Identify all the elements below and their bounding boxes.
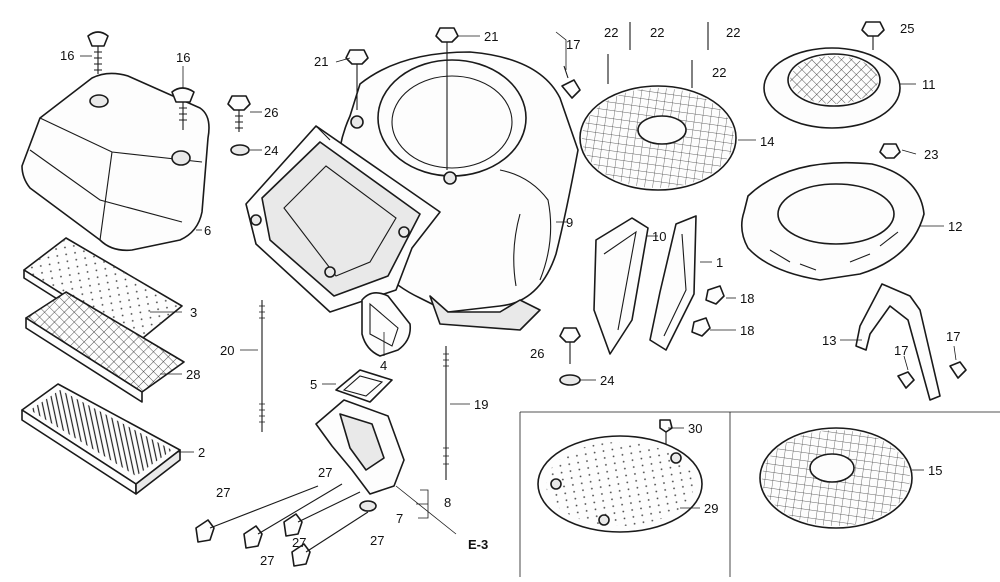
air-filter-element-28: [25, 291, 185, 403]
callout-25: 25: [900, 21, 914, 36]
callout-21-right: 21: [484, 29, 498, 44]
callout-27-d: 27: [292, 535, 306, 550]
bolt-26-lower: [559, 327, 581, 364]
callout-20: 20: [220, 343, 234, 358]
callout-27-a: 27: [216, 485, 230, 500]
elbow-8: [315, 399, 405, 512]
callout-22-b: 22: [650, 25, 664, 40]
gasket-4: [361, 292, 412, 357]
callout-e3: E-3: [468, 537, 488, 552]
callout-11: 11: [922, 77, 936, 92]
callout-17-top: 17: [566, 37, 580, 52]
bolts-27: [195, 483, 369, 567]
callout-29: 29: [704, 501, 718, 516]
callout-21-left: 21: [314, 54, 328, 69]
callout-30: 30: [688, 421, 702, 436]
long-stud-20: [259, 300, 265, 432]
optional-parts-inset: [519, 411, 1000, 577]
callout-8: 8: [444, 495, 451, 510]
callout-12: 12: [948, 219, 962, 234]
callout-28-filter: 28: [186, 367, 200, 382]
bolt-26-top: [227, 95, 251, 132]
deflector-10: [593, 217, 649, 355]
callout-19: 19: [474, 397, 488, 412]
callout-10: 10: [652, 229, 666, 244]
wing-bolt-16-left: [87, 31, 109, 74]
callout-26-lower: 26: [530, 346, 544, 361]
deflector-1: [649, 215, 697, 351]
washer-24-lower: [559, 374, 581, 386]
callout-15: 15: [928, 463, 942, 478]
screw-17-top: [561, 65, 581, 99]
gasket-5: [335, 369, 393, 403]
wing-bolt-16-right: [171, 87, 195, 130]
callout-27-b: 27: [318, 465, 332, 480]
bolts-18: [691, 285, 725, 337]
callout-22-c: 22: [726, 25, 740, 40]
callout-16-right: 16: [176, 50, 190, 65]
shroud-frame-12: [740, 161, 925, 281]
callout-14: 14: [760, 134, 774, 149]
callout-18-b: 18: [740, 323, 754, 338]
callout-2: 2: [198, 445, 205, 460]
callout-4: 4: [380, 358, 387, 373]
callout-13: 13: [822, 333, 836, 348]
screw-30: [659, 419, 673, 444]
callout-27-e: 27: [370, 533, 384, 548]
callout-1: 1: [716, 255, 723, 270]
top-cover-11: [763, 47, 901, 129]
fan-screen-15: [759, 427, 913, 529]
callout-3: 3: [190, 305, 197, 320]
callout-17-bracket-a: 17: [894, 343, 908, 358]
callout-27-c: 27: [260, 553, 274, 568]
callout-22-a: 22: [604, 25, 618, 40]
callout-22-d: 22: [712, 65, 726, 80]
callout-18-a: 18: [740, 291, 754, 306]
callout-labels: 16 16 6 3 28 2 26 24 20 21 21 4 5 19 27 …: [60, 21, 962, 568]
leader-lines: [80, 31, 957, 535]
callout-24-top: 24: [264, 143, 278, 158]
bolt-21-left: [345, 49, 369, 110]
washer-24-top: [230, 144, 250, 156]
bolt-21-right: [435, 27, 459, 170]
callout-7: 7: [396, 511, 403, 526]
callout-16-left: 16: [60, 48, 74, 63]
cover-plate-29: [537, 435, 703, 533]
callout-17-bracket-b: 17: [946, 329, 960, 344]
callout-26-top: 26: [264, 105, 278, 120]
screws-22: [607, 22, 709, 88]
fan-screen-14: [579, 85, 737, 191]
bolt-23: [879, 143, 901, 159]
callout-23: 23: [924, 147, 938, 162]
long-stud-19: [443, 346, 449, 480]
callout-9: 9: [566, 215, 573, 230]
callout-24-lower: 24: [600, 373, 614, 388]
paper-air-filter-2: [21, 383, 181, 495]
callout-6: 6: [204, 223, 211, 238]
callout-5: 5: [310, 377, 317, 392]
bracket-13: [855, 283, 941, 401]
screws-17-bracket: [897, 361, 967, 389]
air-cleaner-cover: [21, 72, 210, 252]
air-cleaner-base: [245, 125, 441, 313]
bolt-25: [861, 21, 885, 50]
